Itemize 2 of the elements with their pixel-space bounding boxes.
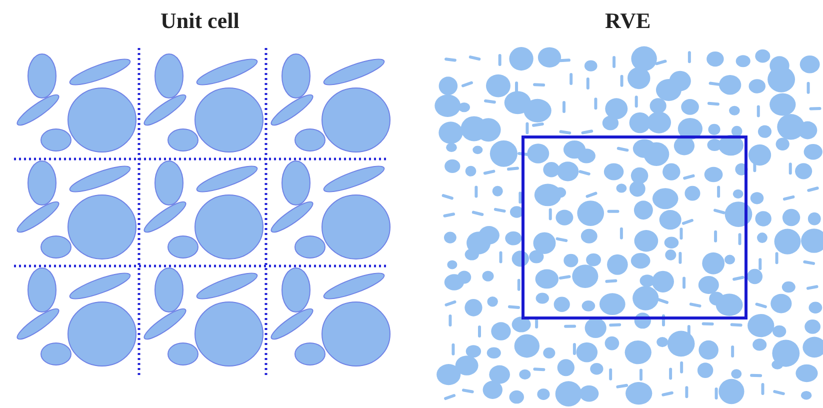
panel-title: Unit cell (160, 8, 240, 34)
panel-title: RVE (605, 8, 651, 34)
